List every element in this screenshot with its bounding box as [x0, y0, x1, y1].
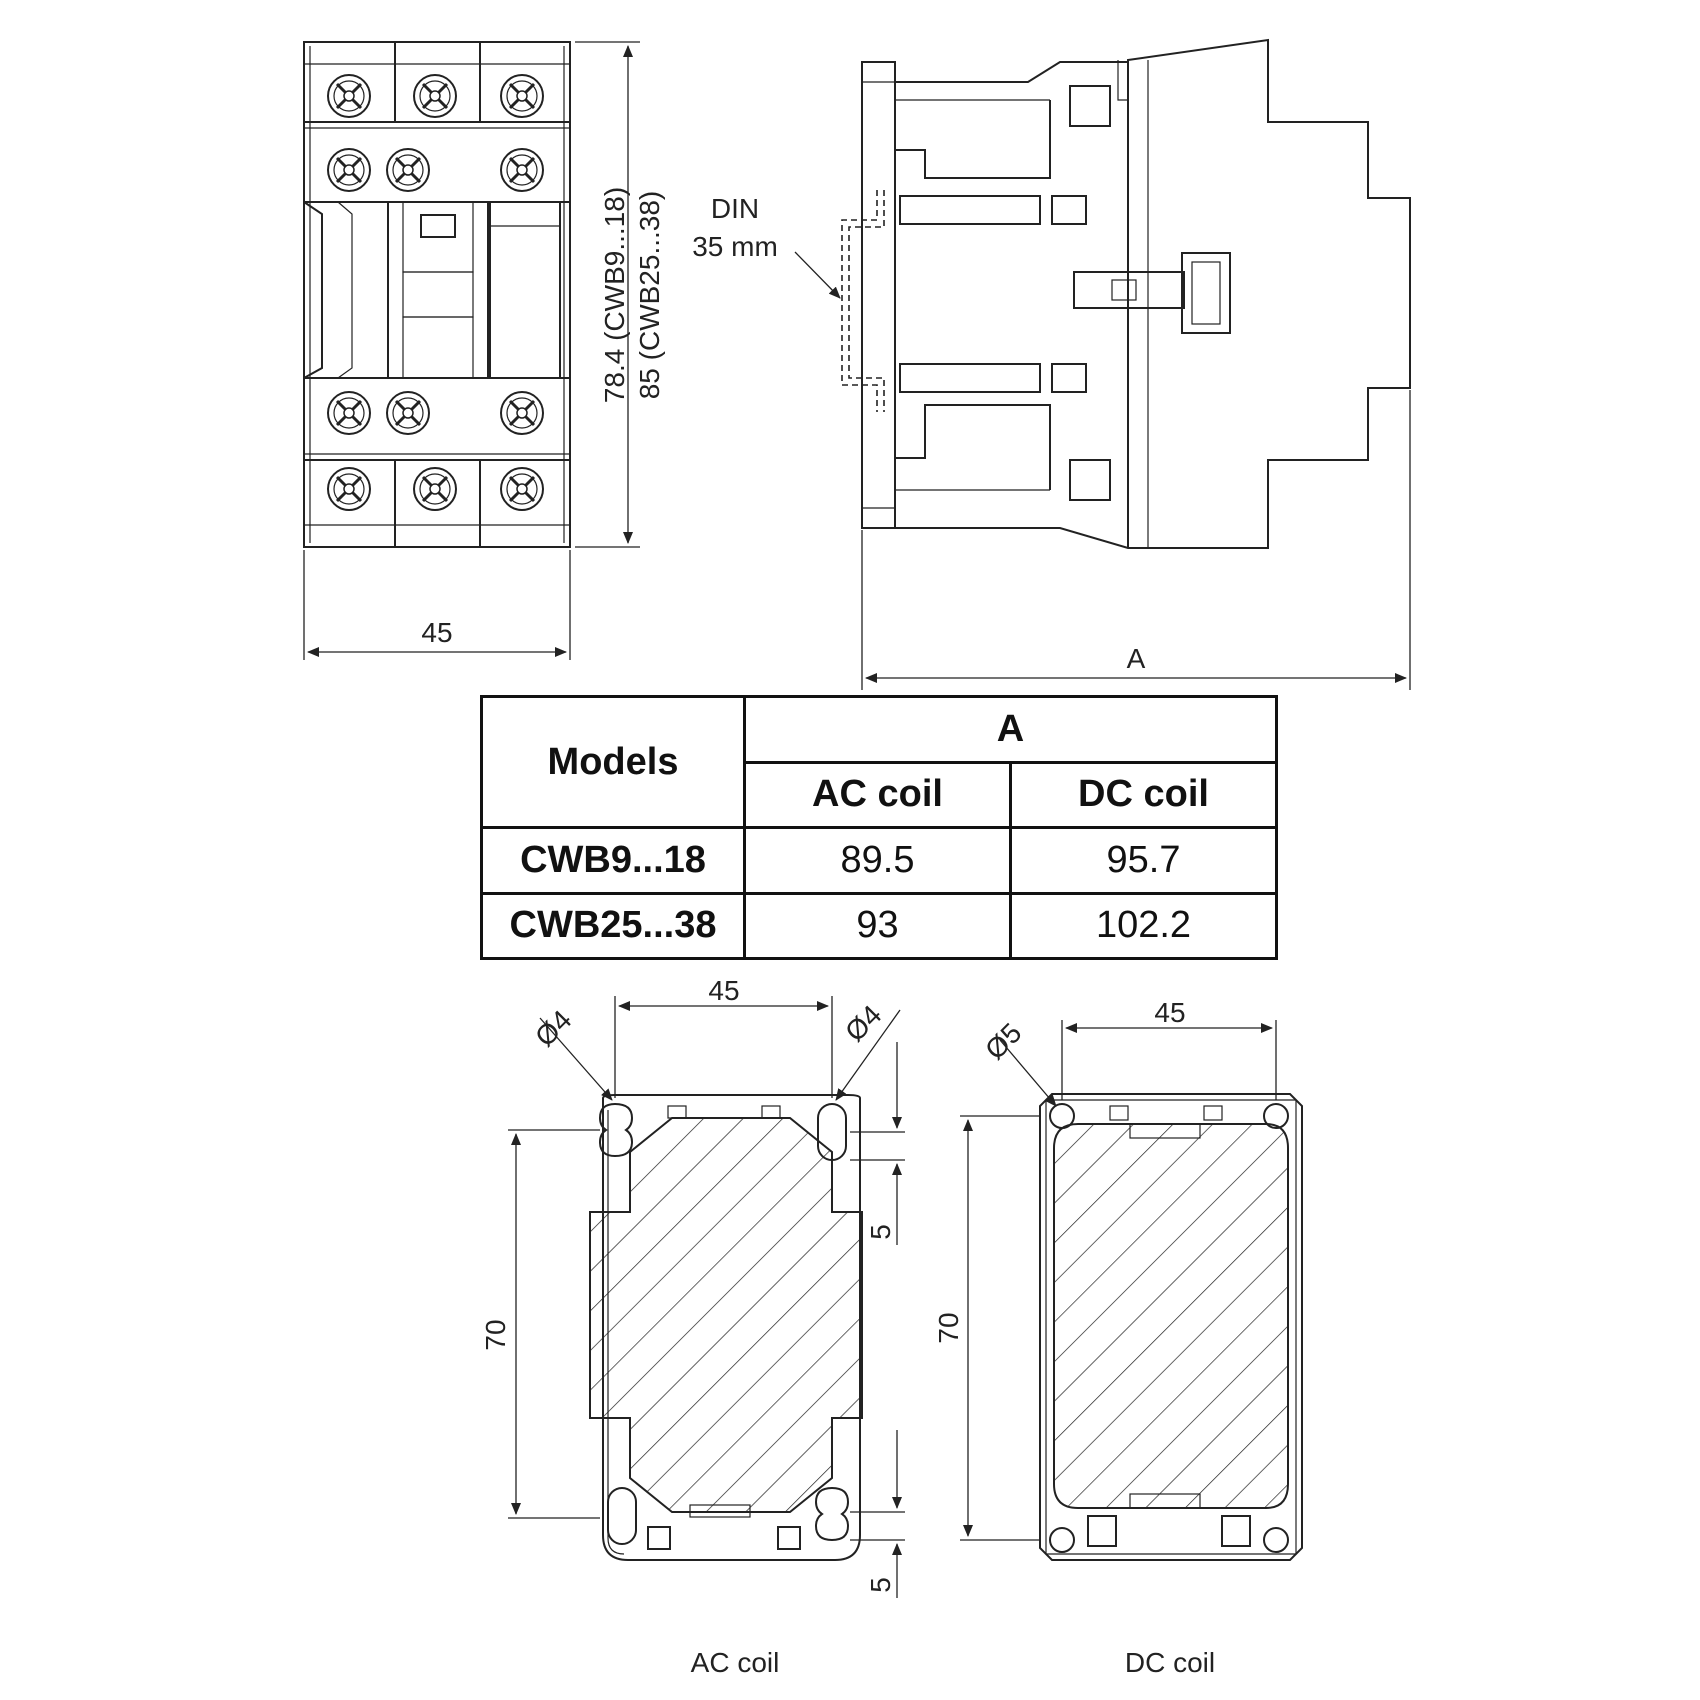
front-housing — [303, 41, 571, 548]
front-view — [303, 41, 640, 660]
dc-caption: DC coil — [1125, 1647, 1215, 1678]
table-row: CWB9...18 89.5 95.7 — [480, 826, 1279, 895]
dc-coil-base — [960, 1020, 1303, 1561]
side-depth-label: A — [1127, 643, 1146, 674]
table-row: CWB25...38 93 102.2 — [480, 891, 1279, 960]
ac-slot-label-top: 5 — [865, 1224, 896, 1240]
front-height-label-2: 85 (CWB25...38) — [634, 191, 665, 400]
ac-caption: AC coil — [691, 1647, 780, 1678]
row-ac-value: 89.5 — [743, 826, 1012, 895]
din-label-1: DIN — [711, 193, 759, 224]
row-dc-value: 95.7 — [1008, 826, 1279, 895]
din-pointer — [794, 251, 841, 299]
ac-hole-label-left: Ø4 — [529, 1004, 577, 1052]
header-dc-coil: DC coil — [1008, 760, 1279, 829]
front-width-label: 45 — [421, 617, 452, 648]
dc-height-label: 70 — [933, 1312, 964, 1343]
front-height-label-1: 78.4 (CWB9...18) — [599, 187, 630, 403]
ac-slot-br — [814, 1486, 850, 1542]
ac-hole-label-right: Ø4 — [839, 999, 887, 1047]
din-label-2: 35 mm — [692, 231, 778, 262]
header-a: A — [742, 695, 1279, 764]
header-ac-coil: AC coil — [743, 760, 1012, 829]
row-model: CWB9...18 — [480, 826, 746, 895]
ac-width-label: 45 — [708, 975, 739, 1006]
row-dc-value: 102.2 — [1008, 891, 1279, 960]
row-ac-value: 93 — [743, 891, 1012, 960]
ac-coil-base — [508, 996, 905, 1598]
ac-slot-label-bottom: 5 — [865, 1577, 896, 1593]
ac-slot-tl — [598, 1102, 634, 1158]
ac-slot-bl — [607, 1487, 637, 1545]
dimensions-table: Models A AC coil DC coil CWB9...18 89.5 … — [480, 695, 1279, 960]
side-view — [794, 38, 1411, 690]
row-model: CWB25...38 — [480, 891, 746, 960]
dc-width-label: 45 — [1154, 997, 1185, 1028]
dc-hole-label: Ø5 — [979, 1017, 1027, 1065]
header-models: Models — [480, 695, 746, 829]
side-housing — [861, 38, 1411, 549]
din-rail — [841, 190, 878, 412]
ac-slot-tr — [817, 1103, 847, 1161]
ac-height-label: 70 — [480, 1319, 511, 1350]
